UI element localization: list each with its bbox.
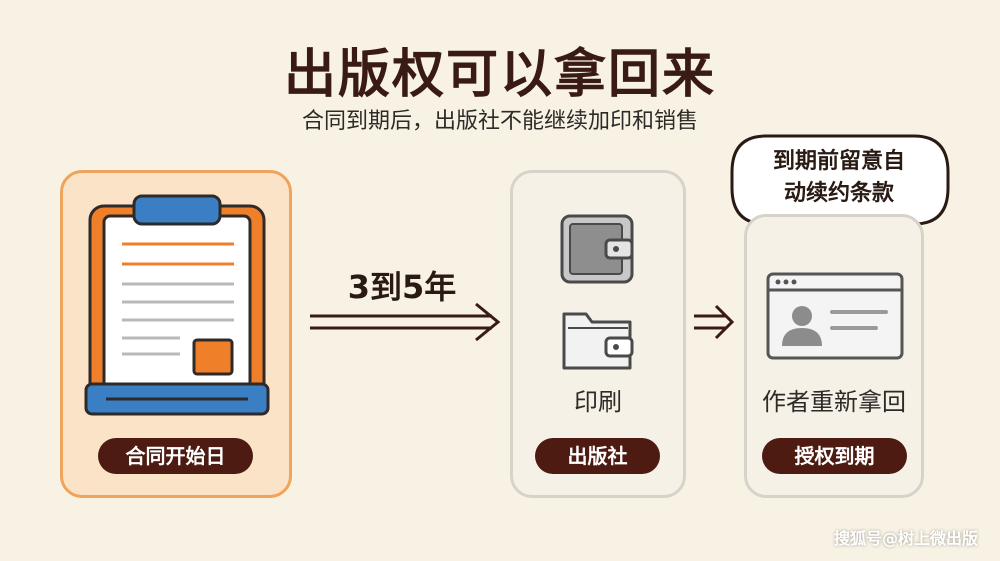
contract-start-badge: 合同开始日 [98,438,253,474]
duration-label: 3到5年 [347,268,457,306]
watermark: 搜狐号@树上微出版 [833,529,978,548]
page-subtitle: 合同到期后，出版社不能继续加印和销售 [301,109,698,134]
publisher-badge: 出版社 [535,438,660,474]
author-reclaim-label: 作者重新拿回 [762,388,906,416]
double-arrow-right-icon [310,302,501,342]
speech-bubble-line-1: 到期前留意自 [772,149,905,174]
clipboard-contract-icon [84,194,270,416]
author-id-card-icon [766,272,904,360]
speech-bubble-line-2: 动续约条款 [783,181,894,206]
folder-wallet-icon [562,312,634,370]
small-arrow-right-icon [694,304,735,340]
wallet-icon [560,214,634,284]
page-title: 出版权可以拿回来 [283,45,716,105]
license-expire-badge: 授权到期 [762,438,907,474]
print-label: 印刷 [574,388,622,416]
speech-bubble-text: 到期前留意自 动续约条款 [744,146,934,210]
